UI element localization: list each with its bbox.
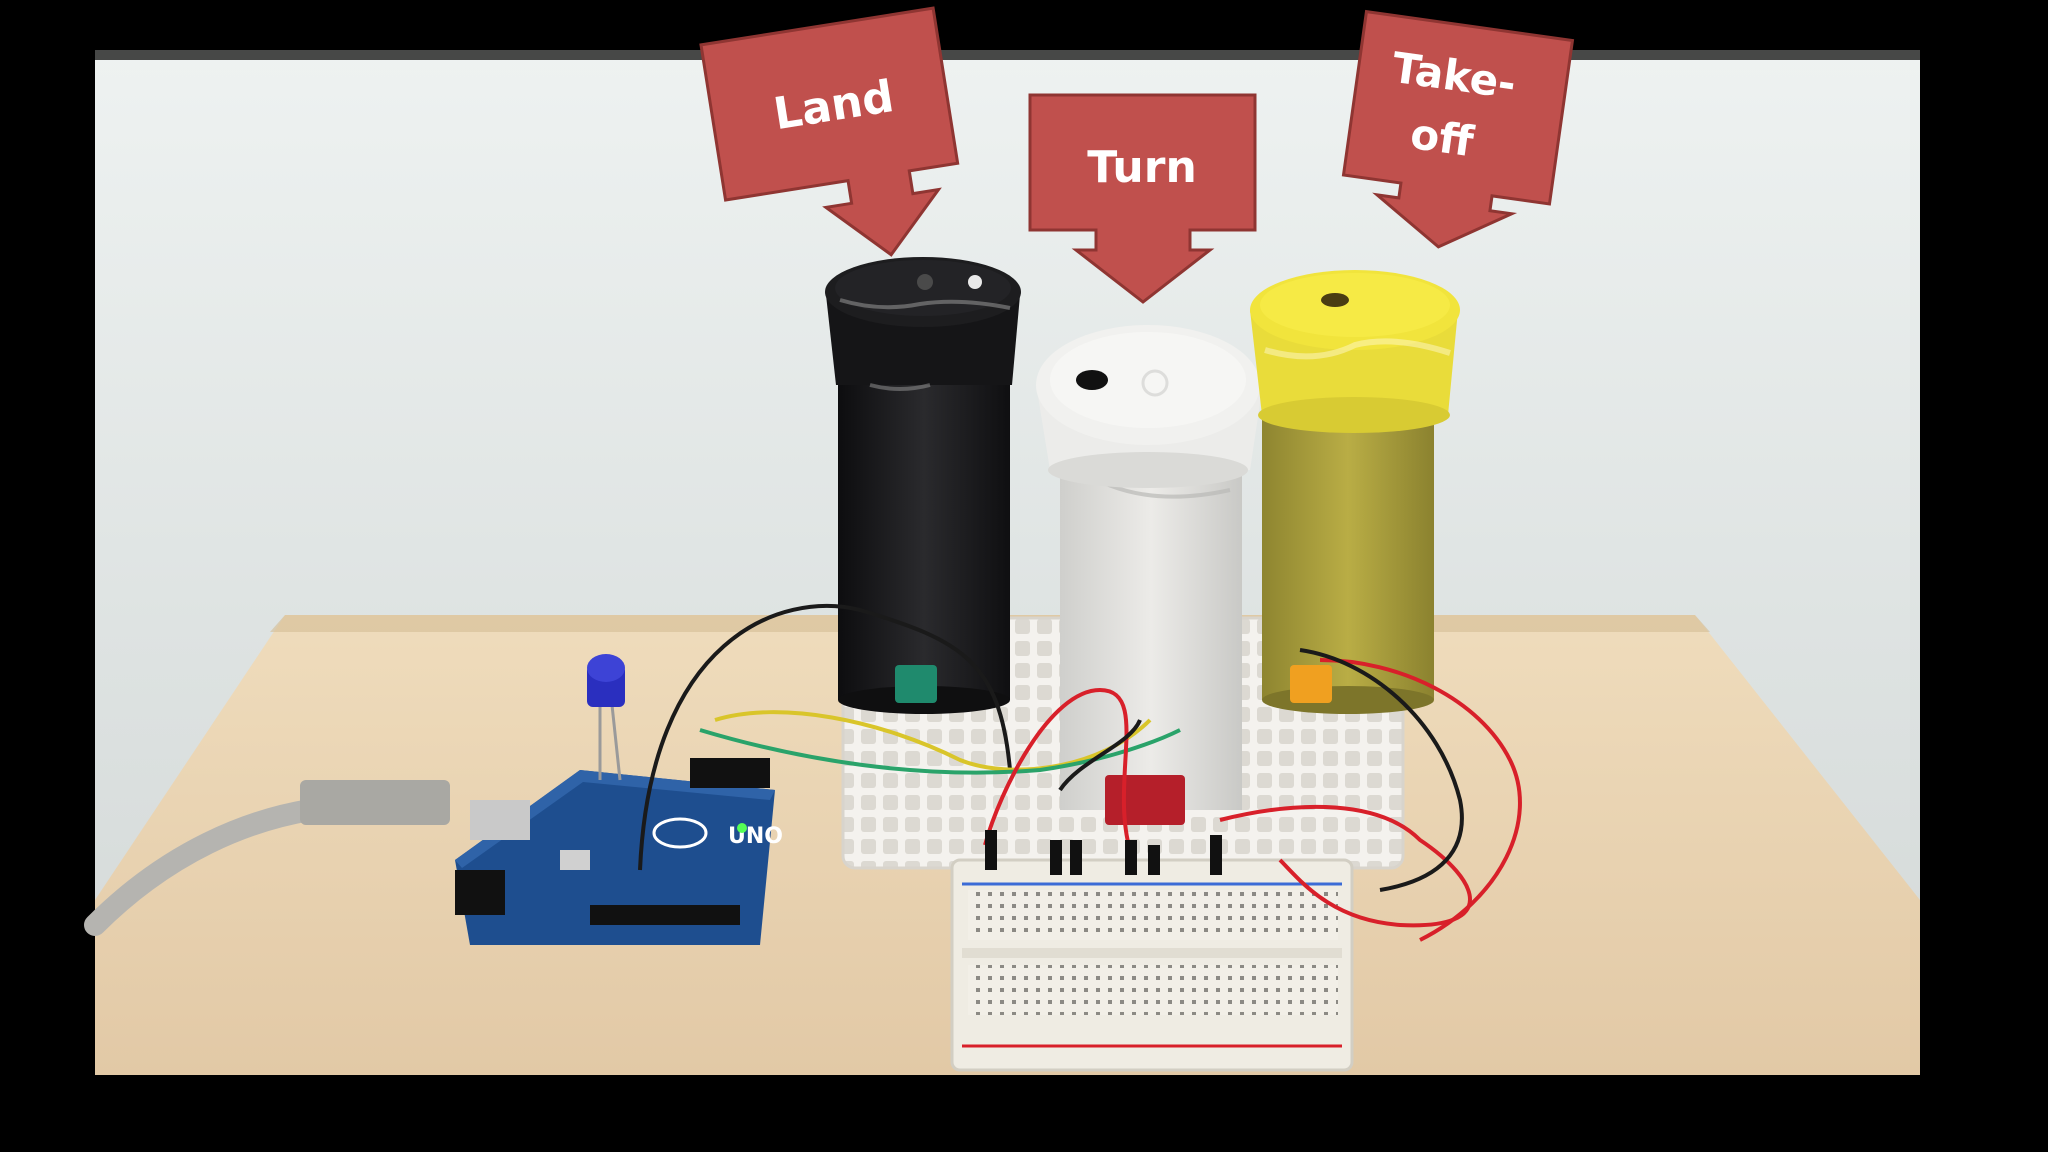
wires — [638, 604, 1522, 942]
usb-port — [470, 800, 530, 840]
label-takeoff-line2: off — [1407, 109, 1477, 166]
jumper-pins — [985, 830, 1222, 875]
photo-area: UNO — [84, 50, 1920, 1075]
yellow-tube — [1250, 270, 1460, 714]
arduino-logo-text: UNO — [728, 824, 783, 849]
callout-land: Land — [699, 6, 960, 257]
sensor-red — [1105, 775, 1185, 825]
breadboard — [950, 858, 1354, 1072]
usb-plug — [300, 780, 450, 825]
usb-cable — [84, 789, 441, 936]
label-turn: Turn — [1087, 142, 1197, 193]
sensor-orange — [1290, 665, 1332, 703]
white-tube — [1036, 325, 1262, 810]
callout-turn: Turn — [1028, 93, 1257, 304]
arduino-board: UNO — [455, 758, 783, 945]
blue-led — [587, 654, 625, 781]
black-tube — [825, 257, 1021, 714]
callout-takeoff: Take- off — [1341, 9, 1575, 249]
power-jack — [455, 870, 505, 915]
sensor-green — [895, 665, 937, 703]
